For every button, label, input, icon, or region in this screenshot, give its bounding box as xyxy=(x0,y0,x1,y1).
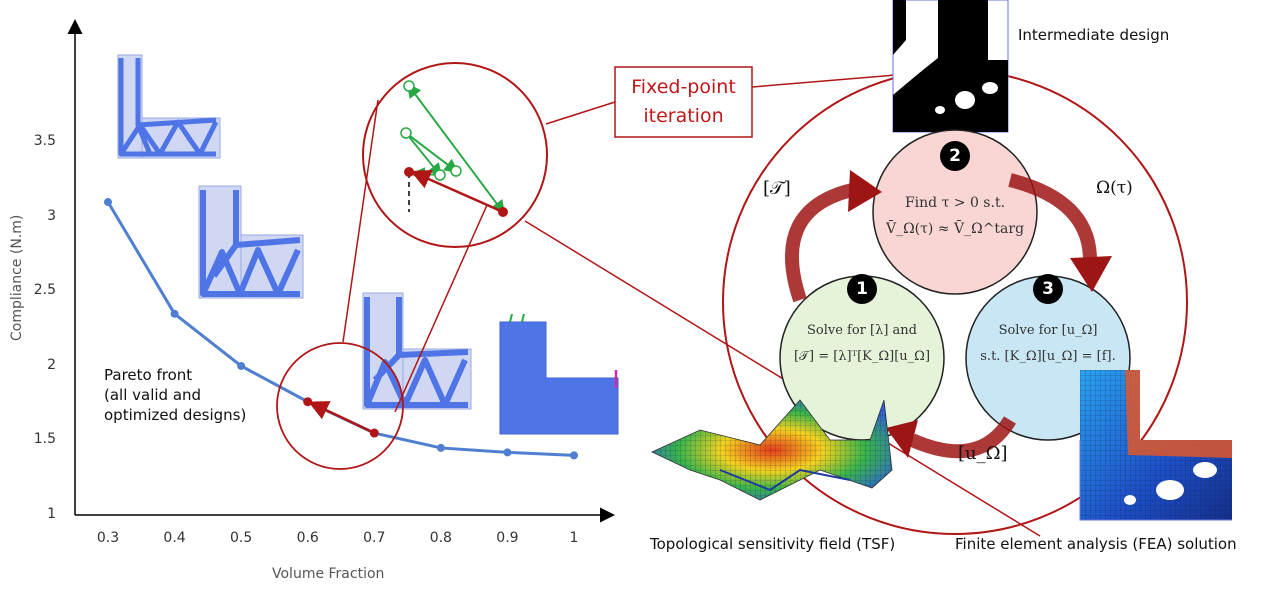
highlight-point xyxy=(369,428,379,438)
zoom-red-point xyxy=(404,167,414,177)
x-tick-label: 0.3 xyxy=(96,530,120,546)
tsf-surface-image xyxy=(651,399,893,501)
arrow-3-to-1-head xyxy=(886,420,918,458)
pareto-point xyxy=(503,448,512,457)
step-1-number: 1 xyxy=(856,279,868,299)
x-tick-label: 0.4 xyxy=(163,530,186,546)
pareto-series xyxy=(104,198,578,460)
zoom-circle-small xyxy=(276,342,404,470)
x-tick-label: 0.9 xyxy=(496,530,519,546)
zoom-connector xyxy=(394,204,488,413)
zoom-red-point xyxy=(498,207,508,217)
arrow-1-to-2-head xyxy=(848,170,882,212)
pareto-point xyxy=(104,198,112,207)
y-tick-label: 1 xyxy=(47,506,56,522)
intermediate-design-image xyxy=(892,0,1009,133)
zoom-circle-large xyxy=(362,62,548,248)
y-tick-label: 1.5 xyxy=(33,431,56,448)
x-axis-label: Volume Fraction xyxy=(272,566,385,582)
y-tick-label: 2 xyxy=(47,356,56,373)
arrow-2-to-3 xyxy=(1008,173,1097,261)
arrow-3-to-1 xyxy=(909,416,1017,459)
highlight-step xyxy=(308,401,375,435)
intermediate-design-label: Intermediate design xyxy=(1018,26,1170,44)
pareto-point xyxy=(570,451,578,460)
x-tick-label: 0.5 xyxy=(230,530,253,546)
step-3-number-badge xyxy=(1033,274,1063,304)
y-tick-label: 2.5 xyxy=(33,282,56,299)
fea-solution-image xyxy=(1079,370,1232,521)
design-thumbnail-3 xyxy=(362,292,472,410)
step-2-number-badge xyxy=(940,141,970,171)
step-2-circle xyxy=(872,129,1038,295)
pareto-point xyxy=(170,309,179,318)
step-2-text: Find τ > 0 s.t. V̄_Ω(τ) ≈ V̄_Ω^targ xyxy=(885,195,1025,237)
arrow-label-displacement: [u_Ω] xyxy=(958,443,1008,464)
x-tick-label: 0.7 xyxy=(363,530,386,546)
x-tick-label: 0.6 xyxy=(296,530,319,546)
step-2-number: 2 xyxy=(949,146,961,166)
x-tick-label: 0.8 xyxy=(429,530,452,546)
pareto-point xyxy=(436,443,445,452)
fixed-point-trajectory xyxy=(400,80,506,215)
fixed-point-callout-box xyxy=(614,66,753,138)
y-tick-label: 3 xyxy=(47,207,56,224)
x-tick-label: 1 xyxy=(569,530,579,546)
step-3-text: Solve for [u_Ω] s.t. [K_Ω][u_Ω] = [f]. xyxy=(980,323,1116,364)
initial-domain-thumbnail xyxy=(499,313,619,435)
fixed-point-callout-text: Fixed-point iteration xyxy=(631,76,736,127)
zoom-connector xyxy=(342,99,379,343)
step-1-number-badge xyxy=(847,274,877,304)
zoom-red-step xyxy=(410,169,504,214)
fea-label: Finite element analysis (FEA) solution xyxy=(955,535,1237,553)
highlight-point xyxy=(303,397,313,407)
arrow-1-to-2 xyxy=(785,183,854,303)
step-3-number: 3 xyxy=(1042,279,1054,299)
tsf-label: Topological sensitivity field (TSF) xyxy=(650,535,896,553)
design-thumbnail-1 xyxy=(117,54,221,159)
arrow-2-to-3-head xyxy=(1070,256,1112,292)
callout-connector xyxy=(545,101,616,125)
arrow-label-tsf: [𝒯] xyxy=(763,178,791,199)
design-thumbnail-2 xyxy=(198,185,304,299)
arrow-label-omega: Ω(τ) xyxy=(1096,178,1133,198)
pareto-point xyxy=(237,361,246,370)
pareto-annotation: Pareto front (all valid and optimized de… xyxy=(104,366,247,424)
y-tick-label: 3.5 xyxy=(33,133,56,150)
step-1-text: Solve for [λ] and [𝒯] = [λ]ᵀ[K_Ω][u_Ω] xyxy=(793,323,931,364)
